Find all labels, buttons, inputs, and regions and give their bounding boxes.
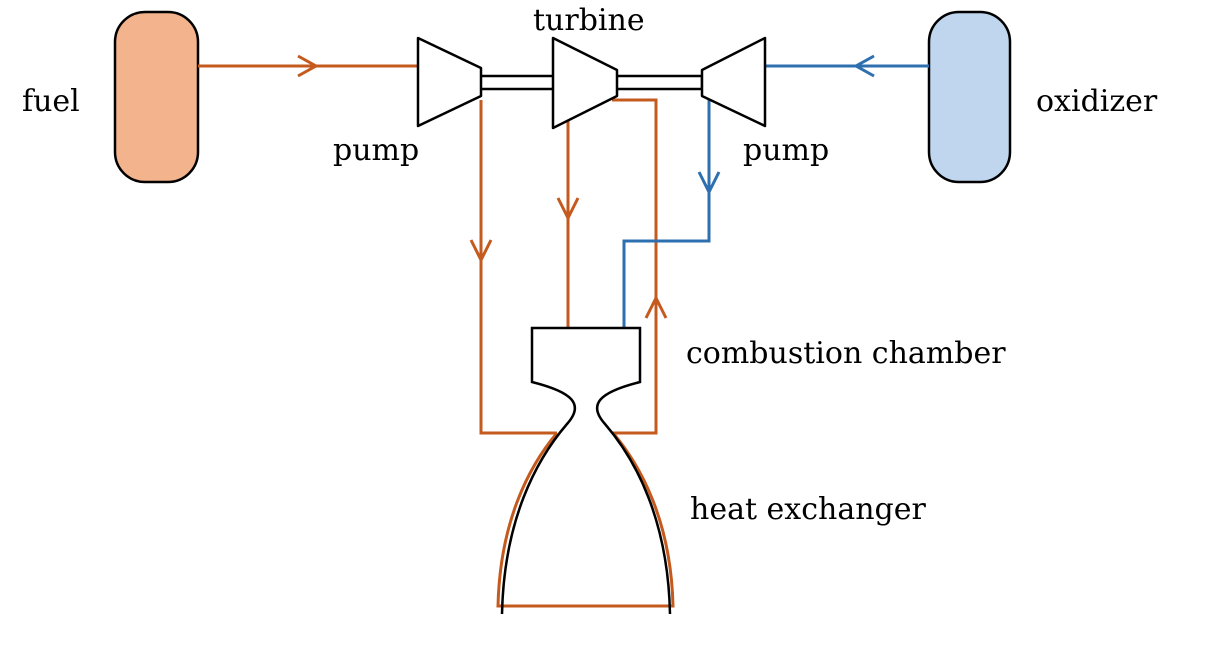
- fuel-up-arrow-right: [644, 294, 668, 319]
- fuel-label: fuel: [22, 84, 80, 119]
- pump-left-label: pump: [333, 133, 419, 168]
- shaft-left: [476, 74, 560, 91]
- oxidizer-tank: [927, 10, 1012, 184]
- oxidizer-pump: [700, 36, 767, 128]
- pump-right-label: pump: [743, 133, 829, 168]
- turbine-exhaust-arrow: [556, 197, 580, 222]
- fuel-tank: [113, 10, 200, 184]
- fuel-pump: [416, 36, 483, 128]
- turbine-label: turbine: [533, 3, 645, 38]
- oxidizer-down-arrow: [697, 171, 721, 196]
- oxidizer-to-chamber-line: [622, 98, 711, 328]
- heat-exchanger-label: heat exchanger: [690, 492, 927, 527]
- combustion-chamber-label: combustion chamber: [686, 336, 1006, 371]
- fuel-feed-arrow: [297, 54, 320, 78]
- cooling-jacket-line: [496, 98, 675, 608]
- fuel-down-arrow-left: [469, 239, 493, 264]
- shaft-right: [614, 74, 704, 91]
- turbine: [551, 36, 619, 130]
- combustion-chamber: [500, 326, 672, 615]
- oxidizer-label: oxidizer: [1036, 84, 1158, 119]
- fuel-pump-to-jacket-line: [479, 100, 557, 435]
- oxidizer-feed-arrow: [852, 54, 875, 78]
